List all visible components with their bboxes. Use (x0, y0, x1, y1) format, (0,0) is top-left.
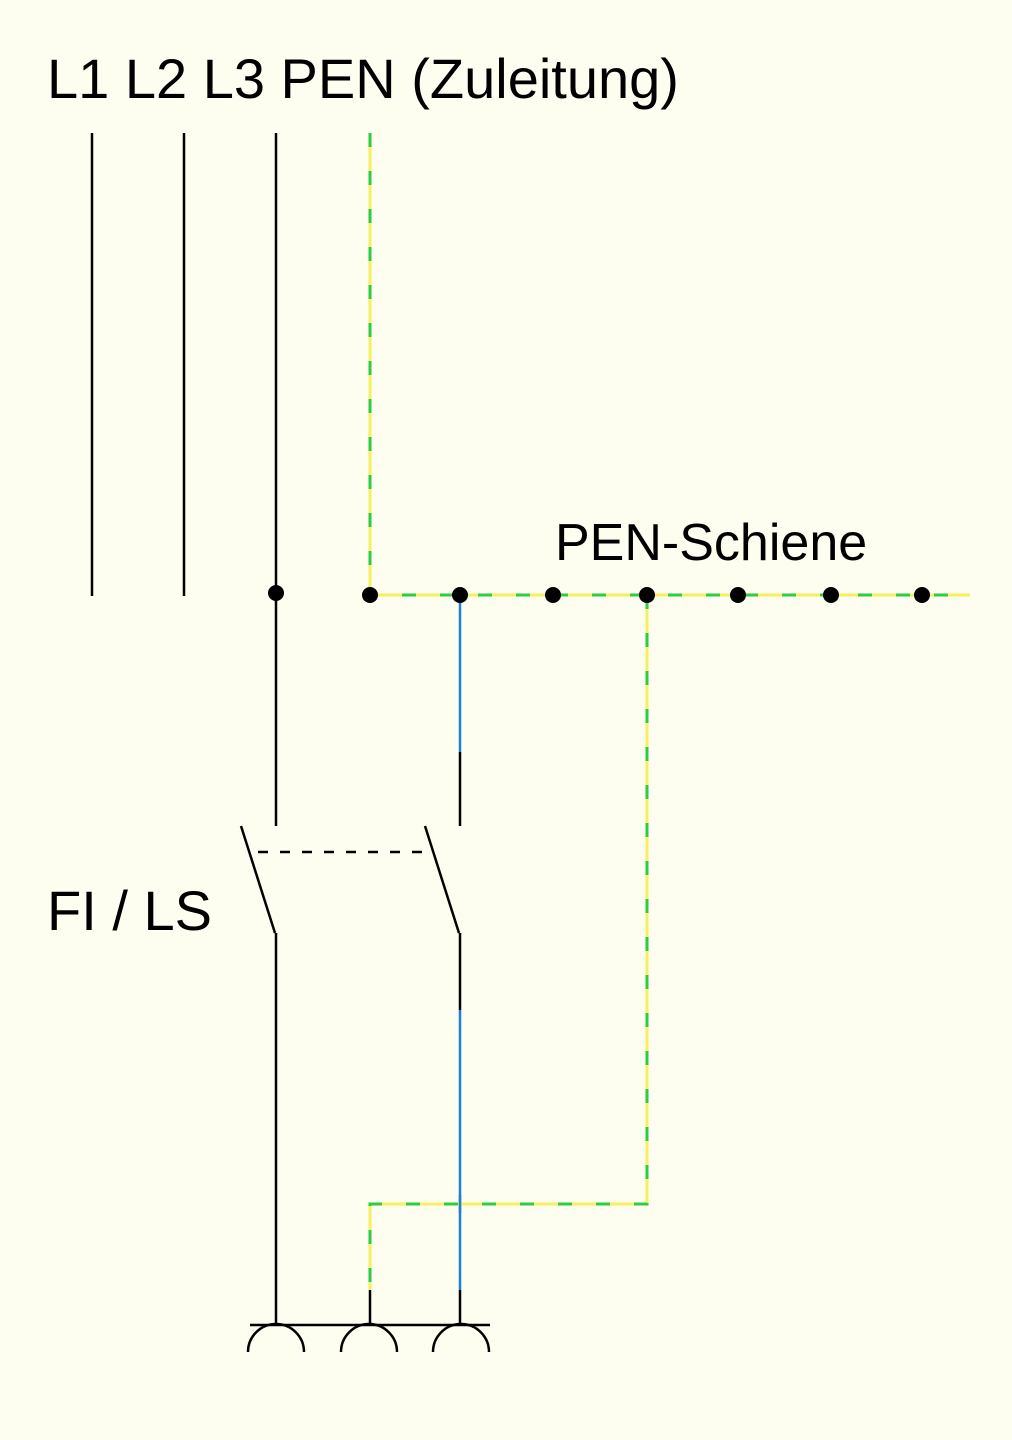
busbar-terminal (452, 587, 468, 603)
busbar-terminal (730, 587, 746, 603)
socket-n (431, 1322, 491, 1353)
busbar-terminal (639, 587, 655, 603)
busbar-terminal (914, 587, 930, 603)
breaker-label: FI / LS (47, 879, 212, 942)
junction-dot-l3 (268, 585, 284, 601)
title-label: L1 L2 L3 PEN (Zuleitung) (47, 47, 679, 110)
busbar-terminal (362, 587, 378, 603)
switch-contact-l (239, 825, 277, 934)
socket-l (246, 1322, 306, 1353)
socket-pe (339, 1322, 399, 1353)
busbar-terminal (545, 587, 561, 603)
busbar-label: PEN-Schiene (555, 514, 867, 572)
switch-contact-n (423, 825, 461, 934)
busbar-terminal (823, 587, 839, 603)
